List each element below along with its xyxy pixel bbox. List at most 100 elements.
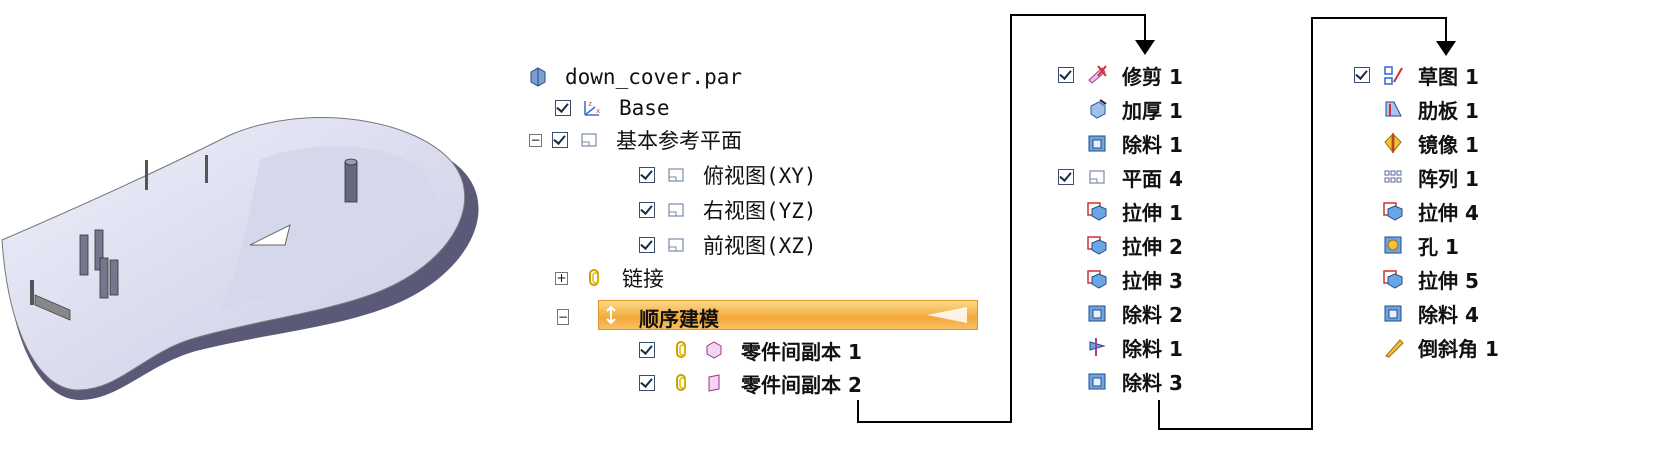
feature-item[interactable]: 除料 2: [1058, 298, 1183, 328]
copy2-checkbox[interactable]: [639, 375, 655, 391]
front-view-checkbox[interactable]: [639, 237, 655, 253]
top-view-checkbox[interactable]: [639, 167, 655, 183]
checkbox-slot: [1058, 203, 1074, 219]
feature-label: 加厚 1: [1122, 98, 1183, 123]
feature-label: 倒斜角 1: [1418, 336, 1499, 361]
plane-icon: [1089, 170, 1105, 184]
chamfer-icon: [1385, 339, 1404, 358]
feature-item[interactable]: 拉伸 3: [1058, 264, 1183, 294]
feature-item[interactable]: 倒斜角 1: [1354, 332, 1499, 362]
feature-item[interactable]: 孔 1: [1354, 230, 1459, 260]
feature-label: 草图 1: [1418, 64, 1479, 89]
feature-label: 除料 3: [1122, 370, 1183, 395]
coordinate-system-icon: z x: [584, 100, 600, 116]
surface-copy-icon: [708, 374, 720, 392]
connector-line: [1311, 17, 1447, 19]
sketch-icon: [1384, 66, 1403, 85]
tree-item-ref-planes[interactable]: − 基本参考平面: [529, 125, 742, 155]
base-label: Base: [619, 96, 670, 120]
checkbox-slot: [1058, 271, 1074, 287]
cutout-icon: [1088, 305, 1106, 322]
plane-icon: [668, 238, 684, 252]
feature-label: 阵列 1: [1418, 166, 1479, 191]
connector-line: [1144, 14, 1146, 44]
feature-label: 孔 1: [1418, 234, 1459, 259]
feature-list-2: 修剪 1 加厚 1 除料 1 平面 4 拉伸 1 拉伸 2 拉伸 3 除料 2 除料 1 除料 3: [1058, 60, 1278, 400]
feature-item[interactable]: 除料 1: [1058, 128, 1183, 158]
rollback-arrow-icon[interactable]: [925, 305, 969, 325]
collapse-toggle[interactable]: −: [529, 132, 542, 147]
link-clip-icon: [589, 269, 599, 286]
feature-item[interactable]: 加厚 1: [1058, 94, 1183, 124]
link-clip-icon: [676, 341, 686, 358]
feature-item[interactable]: 拉伸 1: [1058, 196, 1183, 226]
feature-item[interactable]: 肋板 1: [1354, 94, 1479, 124]
feature-item[interactable]: 平面 4: [1058, 162, 1183, 192]
feature-checkbox[interactable]: [1058, 67, 1074, 83]
feature-item[interactable]: 拉伸 2: [1058, 230, 1183, 260]
feature-item[interactable]: 除料 4: [1354, 298, 1479, 328]
feature-item[interactable]: 拉伸 4: [1354, 196, 1479, 226]
connector-line: [1158, 428, 1313, 430]
tree-item-base[interactable]: z x Base: [555, 93, 670, 123]
connector-line: [1311, 17, 1313, 430]
checkbox-slot: [1354, 237, 1370, 253]
part-copy-icon: [706, 341, 722, 359]
collapse-toggle[interactable]: −: [557, 309, 570, 325]
ref-planes-checkbox[interactable]: [552, 132, 568, 148]
svg-text:x: x: [596, 107, 600, 115]
tree-item-top-view[interactable]: 俯视图(XY): [639, 160, 817, 190]
top-view-label: 俯视图(XY): [703, 164, 817, 188]
feature-item[interactable]: 拉伸 5: [1354, 264, 1479, 294]
thicken-icon: [1090, 99, 1107, 119]
base-checkbox[interactable]: [555, 100, 571, 116]
tree-root[interactable]: down_cover.par: [527, 62, 742, 92]
cutout-icon: [1088, 373, 1106, 390]
copy1-checkbox[interactable]: [639, 342, 655, 358]
extrude-icon: [1087, 270, 1107, 289]
extrude-icon: [1383, 202, 1403, 221]
feature-checkbox[interactable]: [1058, 169, 1074, 185]
feature-checkbox[interactable]: [1354, 67, 1370, 83]
tree-item-copy2[interactable]: 零件间副本 2: [639, 368, 862, 398]
expand-toggle[interactable]: +: [555, 270, 568, 285]
trim-icon: [1088, 65, 1107, 84]
hole-icon: [1384, 236, 1402, 254]
checkbox-slot: [1058, 305, 1074, 321]
sequential-modeling-bar[interactable]: 顺序建模: [598, 300, 978, 331]
plane-icon: [581, 133, 597, 147]
feature-item[interactable]: 除料 3: [1058, 366, 1183, 396]
feature-label: 拉伸 1: [1122, 200, 1183, 225]
connector-line: [1010, 14, 1012, 423]
feature-label: 拉伸 2: [1122, 234, 1183, 259]
feature-item[interactable]: 阵列 1: [1354, 162, 1479, 192]
feature-label: 拉伸 4: [1418, 200, 1479, 225]
checkbox-slot: [1354, 101, 1370, 117]
feature-item[interactable]: 草图 1: [1354, 60, 1479, 90]
tree-item-links[interactable]: + 链接: [555, 263, 664, 293]
connector-line: [857, 421, 1012, 423]
cutout-icon: [1384, 305, 1402, 322]
checkbox-slot: [1354, 271, 1370, 287]
copy2-label: 零件间副本 2: [741, 372, 862, 397]
part-3d-render: [1, 117, 479, 400]
feature-item[interactable]: 除料 1: [1058, 332, 1183, 362]
feature-label: 拉伸 5: [1418, 268, 1479, 293]
copy1-label: 零件间副本 1: [741, 339, 862, 364]
connector-line: [1445, 17, 1447, 45]
feature-item[interactable]: 修剪 1: [1058, 60, 1183, 90]
file-name: down_cover.par: [565, 65, 743, 89]
tree-item-front-view[interactable]: 前视图(XZ): [639, 230, 817, 260]
connector-line: [857, 400, 859, 422]
feature-list-3: 草图 1 肋板 1 镜像 1 阵列 1 拉伸 4 孔 1 拉伸 5 除料 4 倒斜角 1: [1354, 60, 1654, 380]
tree-item-right-view[interactable]: 右视图(YZ): [639, 195, 817, 225]
plane-icon: [668, 168, 684, 182]
extrude-icon: [1087, 236, 1107, 255]
feature-item[interactable]: 镜像 1: [1354, 128, 1479, 158]
ref-planes-label: 基本参考平面: [616, 129, 742, 153]
extrude-icon: [1383, 270, 1403, 289]
right-view-checkbox[interactable]: [639, 202, 655, 218]
mirror-icon: [1384, 133, 1402, 153]
checkbox-slot: [1354, 339, 1370, 355]
tree-item-copy1[interactable]: 零件间副本 1: [639, 335, 862, 365]
